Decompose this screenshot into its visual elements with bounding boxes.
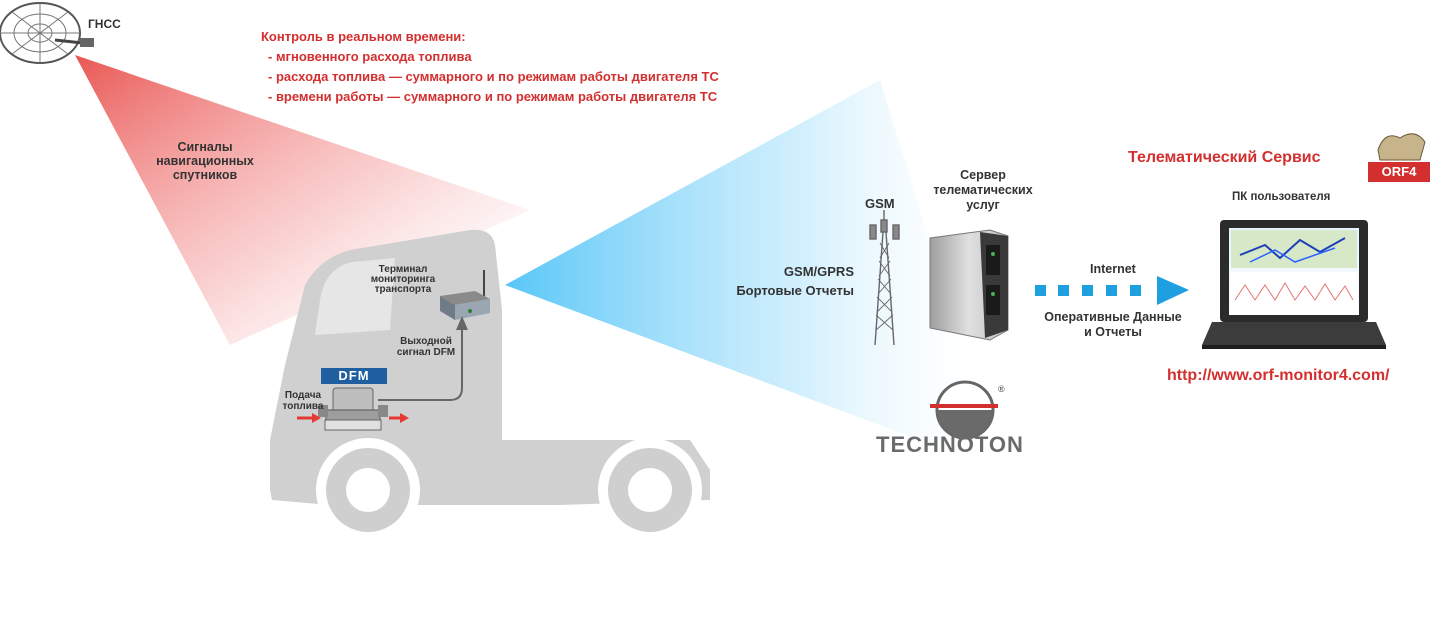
output-signal-line1: Выходной [400,336,452,347]
control-block: Контроль в реальном времени: - мгновенно… [261,27,719,107]
server-line1: Сервер [960,168,1006,182]
laptop-icon [1202,220,1386,349]
truck-silhouette [270,229,710,542]
dfm-output-arrow [378,325,463,401]
gprs-line1: GSM/GPRS [783,264,854,279]
control-item-2: - расхода топлива — суммарного и по режи… [268,69,719,84]
internet-label: Internet [1090,262,1136,276]
fuel-feed-label: Подача топлива [278,390,328,412]
control-title: Контроль в реальном времени: [261,29,466,44]
satellite-signals-label: Сигналы навигационных спутников [140,140,270,182]
technoton-wordmark: TECHNOTON [876,432,1024,457]
technoton-logo-icon [930,380,998,440]
technoton-registered-mark: ® [998,384,1005,394]
terminal-line3: транспорта [374,284,432,295]
terminal-line1: Терминал [378,264,428,275]
gnss-label: ГНСС [88,17,121,31]
satellite-signals-line2: навигационных [156,154,254,168]
gsm-label: GSM [865,196,895,211]
internet-arrow [1035,276,1189,305]
fuel-feed-line2: топлива [282,401,324,412]
telematics-service-label: Телематический Сервис [1128,149,1321,166]
operative-label: Оперативные Данные и Отчеты [1040,310,1186,340]
fuel-feed-line1: Подача [284,390,322,401]
output-signal-label: Выходной сигнал DFM [392,336,460,358]
operative-line2: и Отчеты [1084,325,1142,339]
satellite-icon [0,2,94,64]
server-icon [929,229,1009,341]
satellite-signals-line3: спутников [172,168,238,182]
control-item-3: - времени работы — суммарного и по режим… [268,89,718,104]
dfm-badge: DFM [338,368,370,383]
terminal-label: Терминал мониторинга транспорта [358,265,448,295]
server-label: Сервер телематических услуг [928,168,1038,213]
gprs-line2: Бортовые Отчеты [736,283,854,298]
orf4-logo-text: ORF4 [1381,164,1417,179]
output-signal-line2: сигнал DFM [396,347,456,358]
orf4-logo [1368,133,1430,182]
website-link[interactable]: http://www.orf-monitor4.com/ [1167,367,1390,384]
fuel-flow-arrows [297,413,409,423]
server-line3: услуг [966,198,1000,212]
server-line2: телематических [933,183,1033,197]
gsm-tower-icon [869,210,900,346]
gsm-signal-beam [505,80,1000,470]
satellite-signal-beam [75,55,530,345]
dfm-sensor-icon [318,368,388,431]
terminal-device-icon [440,270,490,320]
gprs-label: GSM/GPRS Бортовые Отчеты [700,262,854,300]
satellite-signals-line1: Сигналы [177,140,233,154]
operative-line1: Оперативные Данные [1044,310,1182,324]
pc-user-label: ПК пользователя [1232,191,1331,203]
terminal-line2: мониторинга [370,274,436,285]
control-item-1: - мгновенного расхода топлива [268,49,472,64]
